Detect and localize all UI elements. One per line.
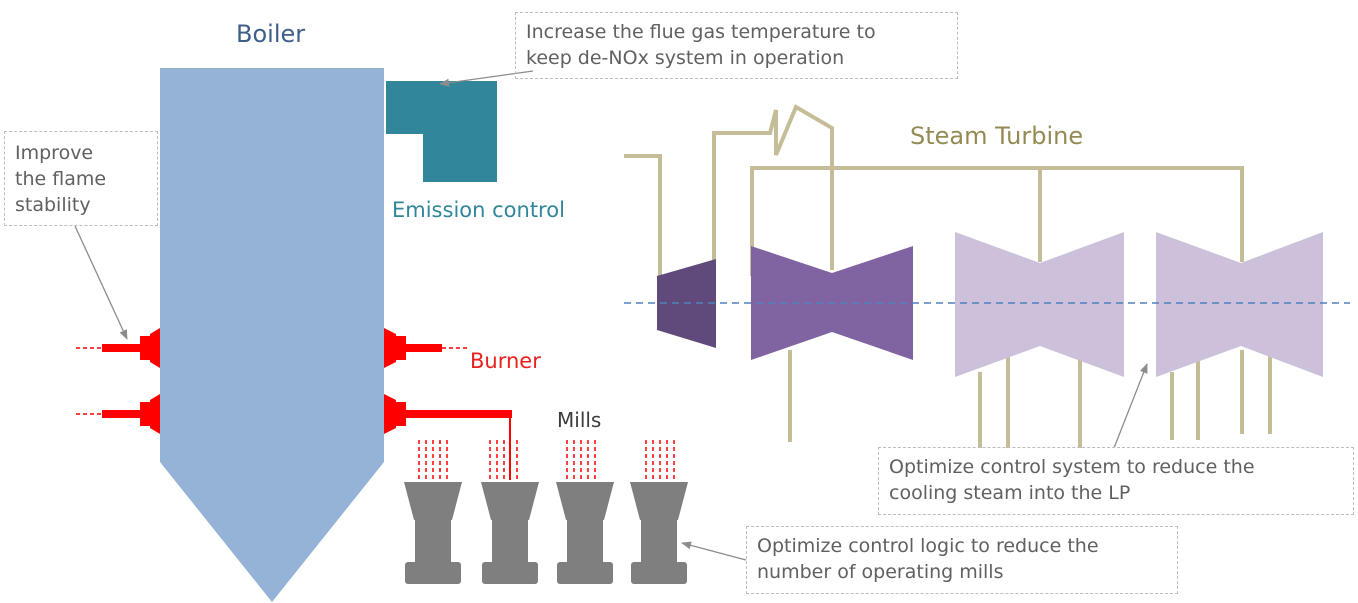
emission-control-duct bbox=[386, 81, 497, 182]
note-line: Increase the flue gas temperature to bbox=[526, 21, 876, 43]
note-operating-mills: Optimize control logic to reduce the num… bbox=[746, 526, 1178, 594]
burner-label: Burner bbox=[470, 349, 541, 373]
boiler-body bbox=[160, 68, 384, 602]
mill-4 bbox=[630, 482, 688, 584]
callout-arrows bbox=[74, 70, 1148, 561]
emission-control-label: Emission control bbox=[392, 198, 565, 222]
boiler-title: Boiler bbox=[236, 20, 306, 48]
note-line: number of operating mills bbox=[757, 561, 1004, 583]
mill-3 bbox=[556, 482, 614, 584]
lp-turbine-1 bbox=[955, 232, 1124, 377]
burner-right-lower bbox=[384, 394, 512, 480]
burner-left-upper bbox=[76, 328, 160, 368]
note-flame-stability: Improve the flame stability bbox=[4, 131, 158, 226]
burner-left-lower bbox=[76, 394, 160, 434]
steam-turbine-title: Steam Turbine bbox=[910, 122, 1084, 150]
arrow-flue-gas bbox=[439, 70, 534, 87]
note-line: the flame bbox=[15, 168, 107, 190]
burners bbox=[76, 328, 512, 480]
note-line: cooling steam into the LP bbox=[889, 482, 1131, 504]
arrow-mills bbox=[681, 541, 747, 561]
mill-2 bbox=[481, 482, 539, 584]
mill-1 bbox=[404, 482, 462, 584]
note-line: Improve bbox=[15, 142, 94, 164]
steam-piping bbox=[624, 104, 1272, 448]
note-cooling-steam: Optimize control system to reduce the co… bbox=[878, 447, 1354, 515]
note-line: stability bbox=[15, 194, 91, 216]
note-line: Optimize control system to reduce the bbox=[889, 456, 1255, 478]
arrow-flame bbox=[74, 225, 128, 340]
note-line: Optimize control logic to reduce the bbox=[757, 535, 1099, 557]
arrow-cooling bbox=[1113, 363, 1148, 449]
burner-right-upper bbox=[384, 328, 470, 368]
lp-turbine-2 bbox=[1156, 232, 1323, 377]
note-line: keep de-NOx system in operation bbox=[526, 47, 845, 69]
note-flue-gas-temperature: Increase the flue gas temperature to kee… bbox=[515, 12, 958, 79]
coal-feed-lines bbox=[418, 440, 675, 480]
mills-label: Mills bbox=[557, 408, 602, 432]
mills bbox=[404, 482, 688, 584]
